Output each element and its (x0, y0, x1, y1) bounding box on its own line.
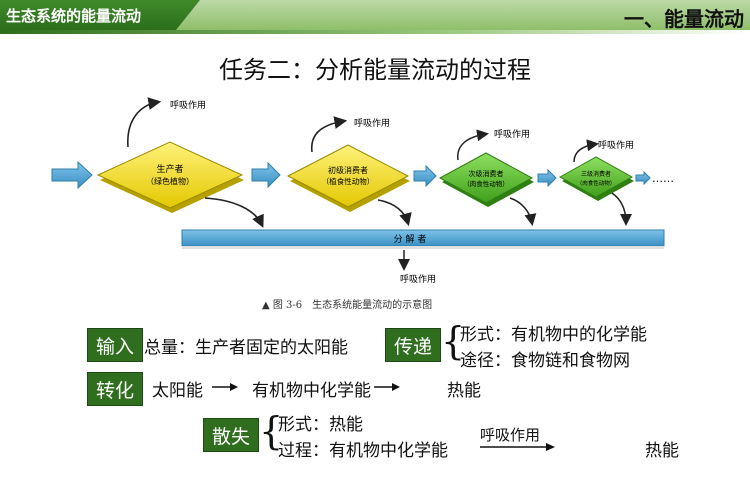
node-tertiary-consumer-name: 三级消费者 (581, 170, 611, 178)
input-text: 总量：生产者固定的太阳能 (144, 338, 348, 358)
node-tertiary-consumer: 三级消费者 （肉食性动物） (558, 156, 634, 201)
respiration-label-3: 呼吸作用 (494, 128, 530, 140)
task-title: 任务二：分析能量流动的过程 (219, 56, 531, 84)
header-left-tab: 生态系统的能量流动 (0, 0, 200, 30)
node-producer-name: 生产者 (156, 163, 183, 175)
dissipation-form-text: 形式：热能 (278, 415, 363, 435)
energy-flow-diagram: 生产者 （绿色植物） 呼吸作用 初级消费者 （植食性动物） 呼吸作用 次级消费者… (51, 97, 674, 285)
node-secondary-consumer: 次级消费者 （肉食性动物） (438, 152, 534, 207)
header-bar: 生态系统的能量流动 一、能量流动 (0, 0, 750, 32)
respiration-label-2: 呼吸作用 (354, 117, 390, 129)
conversion-source: 太阳能 (152, 381, 203, 401)
transfer-label-box: 传递 (385, 328, 441, 362)
dissipation-arrow-label: 呼吸作用 (480, 426, 541, 444)
header-left-title: 生态系统的能量流动 (6, 7, 142, 25)
dissipation-brace: { (259, 409, 284, 453)
node-producer: 生产者 （绿色植物） (96, 141, 244, 213)
chain-ellipsis: …… (652, 172, 674, 185)
dissipation-process-text: 过程：有机物中化学能 (278, 441, 448, 461)
header-right-title: 一、能量流动 (624, 7, 744, 31)
input-label-box: 输入 (87, 328, 143, 362)
dissipation-result: 热能 (645, 441, 679, 461)
decomposer-bar: 分 解 者 (181, 229, 665, 249)
diagram-caption: ▲ 图 3-6 生态系统能量流动的示意图 (262, 300, 433, 311)
transfer-path-text: 途径：食物链和食物网 (460, 351, 630, 371)
conversion-label-box: 转化 (87, 372, 143, 406)
node-secondary-consumer-sub: （肉食性动物） (463, 179, 509, 188)
conversion-result: 热能 (447, 381, 481, 401)
decomposer-label: 分 解 者 (394, 233, 427, 245)
node-primary-consumer: 初级消费者 （植食性动物） (286, 144, 410, 212)
node-primary-consumer-name: 初级消费者 (328, 165, 368, 175)
dissipation-label-box: 散失 (203, 418, 259, 452)
conversion-arrow-2 (374, 383, 400, 391)
transfer-form-text: 形式：有机物中的化学能 (460, 325, 647, 345)
dissipation-arrow (480, 443, 555, 451)
header-accent-line (0, 30, 750, 34)
respiration-label-1: 呼吸作用 (170, 99, 206, 111)
respiration-label-decomposer: 呼吸作用 (400, 273, 436, 285)
transfer-brace: { (441, 319, 466, 363)
respiration-label-4: 呼吸作用 (598, 139, 634, 151)
node-secondary-consumer-name: 次级消费者 (469, 169, 504, 178)
node-primary-consumer-sub: （植食性动物） (322, 176, 375, 186)
node-producer-sub: （绿色植物） (146, 176, 194, 186)
conversion-middle: 有机物中化学能 (252, 381, 371, 401)
node-tertiary-consumer-sub: （肉食性动物） (577, 179, 616, 187)
conversion-arrow-1 (212, 383, 238, 391)
sun-input-arrow (51, 160, 93, 190)
